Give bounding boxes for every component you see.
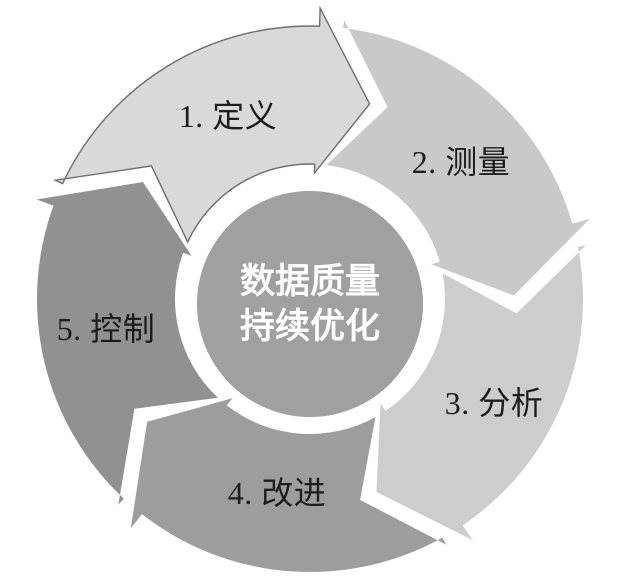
arrow-segment-4: [130, 398, 447, 573]
arrow-segment-3: [376, 245, 586, 541]
arrow-segment-5: [36, 181, 218, 505]
segment-label-improve: 4. 改进: [227, 475, 327, 511]
segment-label-control: 5. 控制: [56, 311, 156, 347]
segment-label-measure: 2. 测量: [411, 144, 511, 180]
arrow-segment-2: [326, 20, 590, 296]
arrow-segment-1: [52, 5, 371, 244]
segment-label-define: 1. 定义: [178, 98, 278, 134]
segment-label-analyze: 3. 分析: [444, 385, 544, 421]
center-text-line2: 持续优化: [239, 307, 381, 346]
center-circle: [197, 191, 423, 417]
center-text: 数据质量 持续优化: [240, 259, 380, 349]
center-text-line1: 数据质量: [239, 261, 381, 301]
